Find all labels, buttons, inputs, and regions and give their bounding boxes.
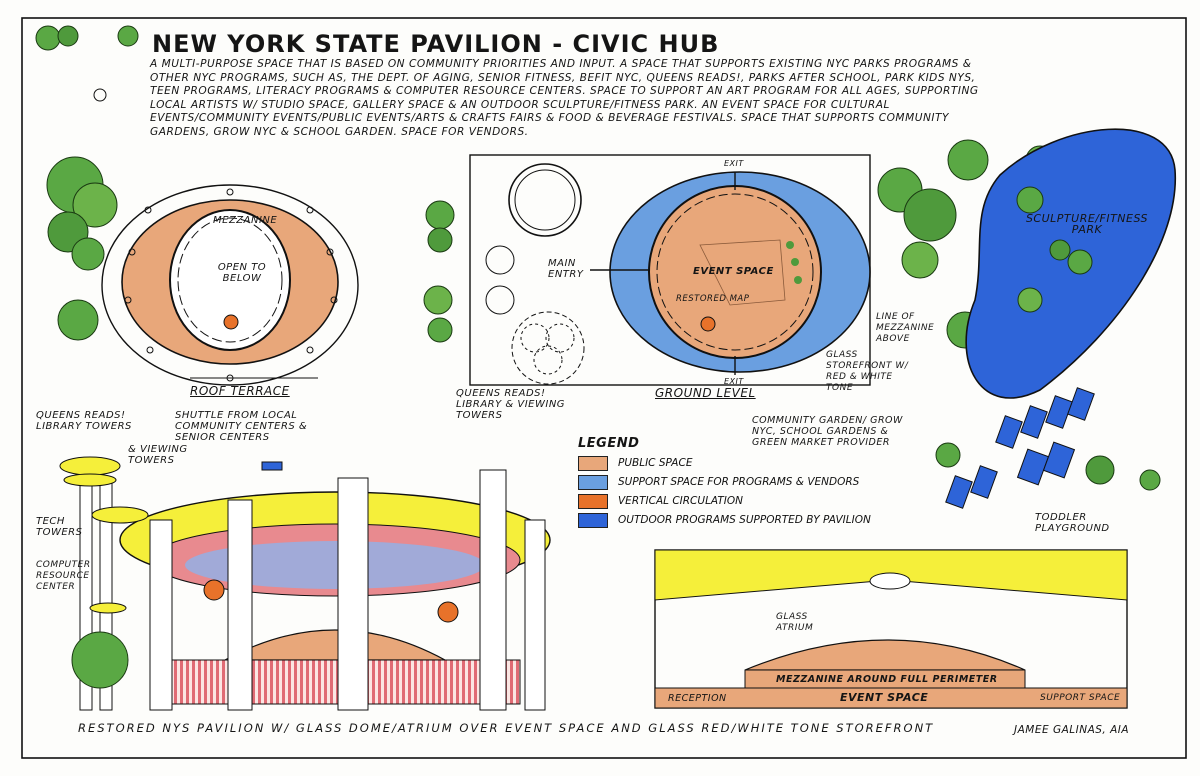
label-mezzanine-perimeter: MEZZANINE AROUND FULL PERIMETER: [776, 674, 998, 685]
label-main-entry: MAIN ENTRY: [548, 258, 584, 280]
label-event-space-plan: EVENT SPACE: [693, 266, 774, 277]
legend-swatch: [578, 474, 608, 490]
caption-ground-level: GROUND LEVEL: [655, 386, 756, 400]
legend-item-support-space: SUPPORT SPACE FOR PROGRAMS & VENDORS: [578, 474, 859, 490]
label-community-garden: COMMUNITY GARDEN/ GROW NYC, SCHOOL GARDE…: [752, 415, 903, 448]
footer-caption: RESTORED NYS PAVILION W/ GLASS DOME/ATRI…: [78, 721, 935, 735]
legend-swatch: [578, 512, 608, 528]
caption-roof-terrace: ROOF TERRACE: [190, 384, 290, 398]
label-exit-bottom: EXIT: [724, 377, 744, 386]
legend-swatch: [578, 493, 608, 509]
legend-label: PUBLIC SPACE: [618, 457, 693, 469]
label-queens-reads-elevation: QUEENS READS! LIBRARY TOWERS: [36, 410, 132, 432]
label-line-of-mezzanine: LINE OF MEZZANINE ABOVE: [876, 312, 935, 344]
legend-title: LEGEND: [578, 436, 640, 451]
tree-cluster-middle: [423, 200, 455, 343]
label-event-space-section: EVENT SPACE: [840, 691, 929, 704]
program-description: A MULTI-PURPOSE SPACE THAT IS BASED ON C…: [150, 58, 979, 138]
label-glass-storefront: GLASS STOREFRONT W/ RED & WHITE TONE: [826, 350, 909, 393]
section-drawing: [654, 549, 1128, 709]
elevation-drawing: [59, 456, 551, 711]
legend-item-outdoor-programs: OUTDOOR PROGRAMS SUPPORTED BY PAVILION: [578, 512, 871, 528]
label-open-to-below: OPEN TO BELOW: [217, 262, 267, 284]
label-support-space: SUPPORT SPACE: [1040, 693, 1121, 703]
ground-level-plan: [469, 154, 871, 386]
sheet-border: [21, 17, 1187, 759]
page-title: NEW YORK STATE PAVILION - CIVIC HUB: [152, 30, 720, 58]
tree-cluster-top-left: [35, 25, 139, 102]
label-reception: RECEPTION: [668, 693, 727, 704]
community-garden-plots: [935, 387, 1161, 509]
legend-label: VERTICAL CIRCULATION: [618, 495, 743, 507]
signature: JAMEE GALINAS, AIA: [1014, 724, 1130, 736]
legend-label: OUTDOOR PROGRAMS SUPPORTED BY PAVILION: [618, 514, 871, 526]
legend-item-vertical-circulation: VERTICAL CIRCULATION: [578, 493, 743, 509]
legend-label: SUPPORT SPACE FOR PROGRAMS & VENDORS: [618, 476, 860, 488]
sculpture-park-trees: [1016, 186, 1093, 313]
label-tech-towers: TECH TOWERS: [36, 516, 83, 538]
roof-terrace-plan: [101, 184, 359, 386]
tree-cluster-left: [46, 156, 118, 341]
legend-swatch: [578, 455, 608, 471]
label-computer-resource: COMPUTER RESOURCE CENTER: [36, 560, 91, 592]
legend-item-public-space: PUBLIC SPACE: [578, 455, 692, 471]
label-sculpture-park: SCULPTURE/FITNESS PARK: [1025, 212, 1149, 236]
label-queens-reads-plan: QUEENS READS! LIBRARY & VIEWING TOWERS: [456, 388, 566, 421]
label-viewing-towers: & VIEWING TOWERS: [128, 444, 188, 466]
label-shuttle: SHUTTLE FROM LOCAL COMMUNITY CENTERS & S…: [175, 410, 308, 443]
label-exit-top: EXIT: [724, 159, 744, 168]
label-mezzanine: MEZZANINE: [213, 215, 278, 226]
label-glass-atrium: GLASS ATRIUM: [776, 612, 814, 633]
label-toddler-playground: TODDLER PLAYGROUND: [1035, 512, 1110, 534]
label-restored-map: RESTORED MAP: [676, 294, 750, 304]
